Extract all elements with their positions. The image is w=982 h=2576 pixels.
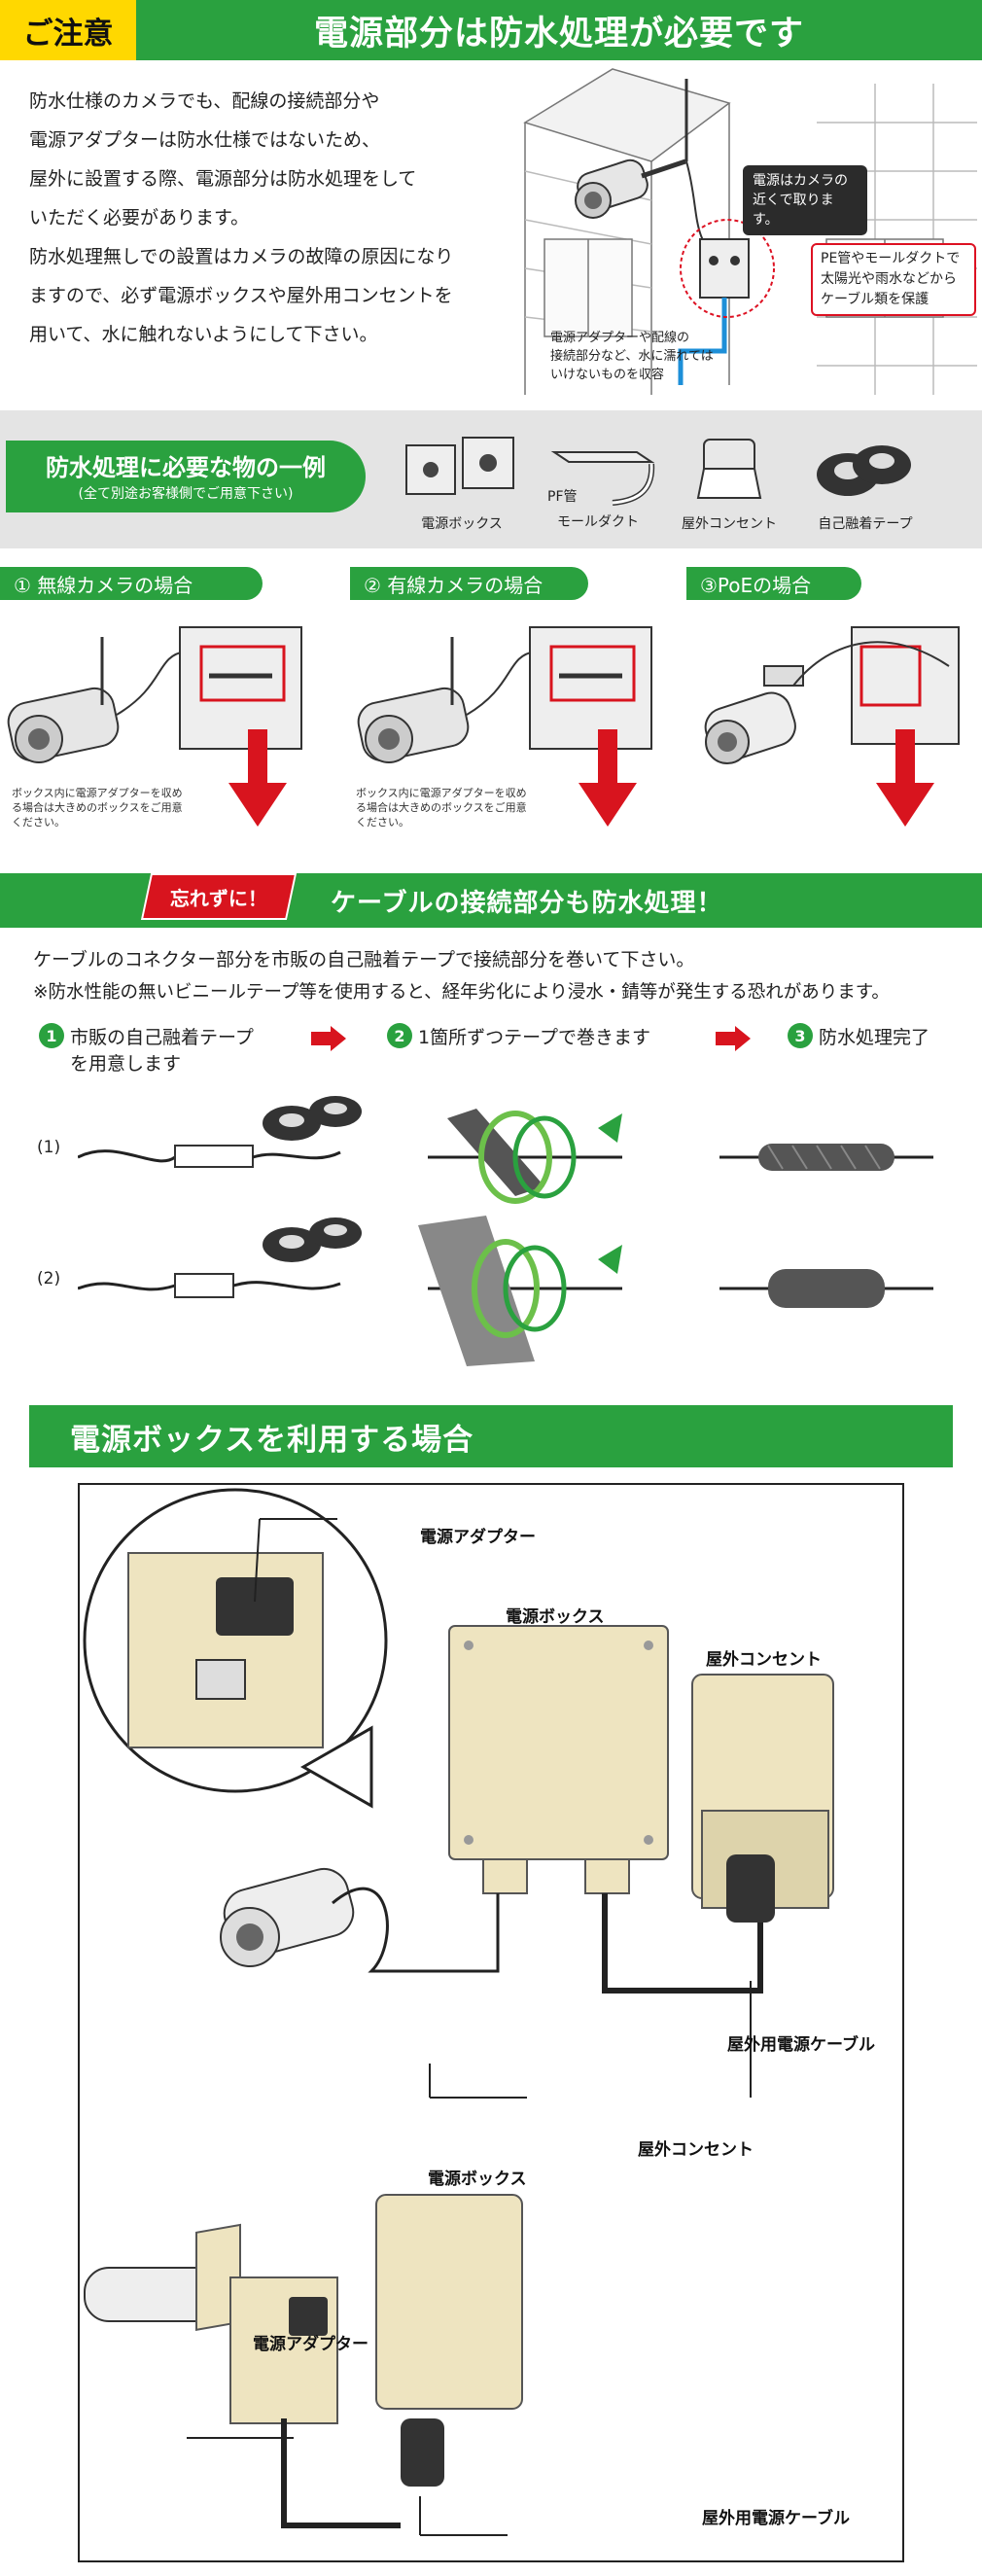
label-outdoor-outlet-bottom: 屋外コンセント <box>638 2140 754 2160</box>
note-line: ください。 <box>12 816 65 829</box>
box-note-line: 接続部分など、水に濡れては <box>550 349 714 364</box>
header-bar <box>0 0 982 60</box>
power-box-section-title: 電源ボックスを利用する場合 <box>29 1405 953 1467</box>
intro-line: いただく必要があります。 <box>29 207 250 229</box>
item-label-pf-pipe: PF管 <box>547 489 578 505</box>
page-title: 電源部分は防水処理が必要です <box>313 14 804 53</box>
step-3: 3 防水処理完了 <box>788 1023 982 1049</box>
intro-line: 用いて、水に触れないようにして下さい。 <box>29 324 378 345</box>
intro-line: 電源アダプターは防水仕様ではないため、 <box>29 129 381 151</box>
item-label-outdoor-outlet: 屋外コンセント <box>682 516 777 532</box>
callout-line: 近くで取ります。 <box>753 193 834 228</box>
label-outdoor-outlet-top: 屋外コンセント <box>706 1650 822 1670</box>
row-label-2: (2) <box>37 1269 61 1288</box>
required-items-heading: 防水処理に必要な物の一例 (全て別途お客様側でご用意下さい) <box>6 441 366 512</box>
box-note-line: いけないものを収容 <box>550 368 665 382</box>
power-box-diagram <box>83 1488 834 2536</box>
step-text: を用意します <box>70 1053 182 1075</box>
item-label-mold-duct: モールダクト <box>557 514 639 530</box>
step-text: 防水処理完了 <box>819 1027 930 1048</box>
label-power-adapter-bottom: 電源アダプター <box>253 2335 368 2354</box>
box-note-line: 電源アダプターや配線の <box>550 331 690 345</box>
tape-instruction: ケーブルのコネクター部分を市販の自己融着テープで接続部分を巻いて下さい。 <box>33 949 695 970</box>
junction-box-icon <box>405 437 514 495</box>
note-line: る場合は大きめのボックスをご用意 <box>12 801 183 814</box>
case-poe-title: ③PoEの場合 <box>686 567 861 600</box>
case-wireless-illustration <box>7 626 302 827</box>
label-outdoor-cable-top: 屋外用電源ケーブル <box>727 2035 875 2055</box>
tape-warning: ※防水性能の無いビニールテープ等を使用すると、経年劣化により浸水・錆等が発生する… <box>33 982 890 1003</box>
note-line: ください。 <box>356 816 409 829</box>
step-number: 3 <box>788 1023 813 1048</box>
callout-line: 電源はカメラの <box>753 173 848 189</box>
intro-line: 防水処理無しでの設置はカメラの故障の原因になり <box>29 246 454 267</box>
conduit-icon <box>550 451 655 506</box>
camera-icon <box>575 79 688 219</box>
label-power-box-top: 電源ボックス <box>506 1607 605 1627</box>
note-line: ボックス内に電源アダプターを収め <box>12 787 183 799</box>
label-power-adapter-top: 電源アダプター <box>420 1528 536 1547</box>
step-text: 1箇所ずつテープで巻きます <box>418 1027 650 1048</box>
item-label-power-box: 電源ボックス <box>421 516 503 532</box>
tape-icon <box>817 445 911 496</box>
pe-note-line: PE管やモールダクトで <box>821 251 961 266</box>
caution-tag: ご注意 <box>0 0 136 60</box>
pe-note-line: ケーブル類を保護 <box>821 292 929 307</box>
box-note: 電源アダプターや配線の 接続部分など、水に濡れては いけないものを収容 <box>550 329 745 384</box>
label-power-box-bottom: 電源ボックス <box>428 2170 527 2189</box>
step-1: 1 市販の自己融着テープ を用意します <box>39 1023 331 1076</box>
note-line: ボックス内に電源アダプターを収め <box>356 787 527 799</box>
arrow-right-icon <box>311 1026 346 1051</box>
case-wireless-note: ボックス内に電源アダプターを収め る場合は大きめのボックスをご用意 ください。 <box>12 786 226 829</box>
case-poe-illustration <box>704 626 960 827</box>
step-number: 2 <box>387 1023 412 1048</box>
junction-box-icon <box>699 238 750 299</box>
step-2: 2 1箇所ずつテープで巻きます <box>387 1023 698 1049</box>
step-text: 市販の自己融着テープ <box>70 1027 254 1048</box>
item-label-self-fusing-tape: 自己融着テープ <box>818 516 913 532</box>
required-items-title: 防水処理に必要な物の一例 <box>46 454 326 481</box>
arrow-right-icon <box>716 1026 751 1051</box>
label-outdoor-cable-bottom: 屋外用電源ケーブル <box>702 2509 850 2528</box>
pe-pipe-note: PE管やモールダクトで 太陽光や雨水などから ケーブル類を保護 <box>811 243 976 316</box>
step-number: 1 <box>39 1023 64 1048</box>
case-wired-title: ② 有線カメラの場合 <box>350 567 588 600</box>
pe-note-line: 太陽光や雨水などから <box>821 271 957 287</box>
dont-forget-label: 忘れずに！ <box>170 886 267 910</box>
power-callout: 電源はカメラの 近くで取ります。 <box>743 165 867 235</box>
intro-line: 防水仕様のカメラでも、配線の接続部分や <box>29 90 380 112</box>
case-wireless-title: ① 無線カメラの場合 <box>0 567 263 600</box>
intro-line: 屋外に設置する際、電源部分は防水処理をして <box>29 168 417 190</box>
forget-title: ケーブルの接続部分も防水処理！ <box>331 888 723 918</box>
tape-steps-illustration <box>78 1096 933 1366</box>
case-wired-illustration <box>357 626 652 827</box>
intro-text: 防水仕様のカメラでも、配線の接続部分や 電源アダプターは防水仕様ではないため、 … <box>29 82 515 354</box>
required-items-subtitle: (全て別途お客様側でご用意下さい) <box>78 486 294 502</box>
dont-forget-tag: 忘れずに！ <box>140 873 298 920</box>
intro-line: ますので、必ず電源ボックスや屋外用コンセントを <box>29 285 453 306</box>
row-label-1: (1) <box>37 1138 61 1157</box>
case-wired-note: ボックス内に電源アダプターを収め る場合は大きめのボックスをご用意 ください。 <box>356 786 570 829</box>
outdoor-outlet-icon <box>696 439 762 499</box>
note-line: る場合は大きめのボックスをご用意 <box>356 801 527 814</box>
